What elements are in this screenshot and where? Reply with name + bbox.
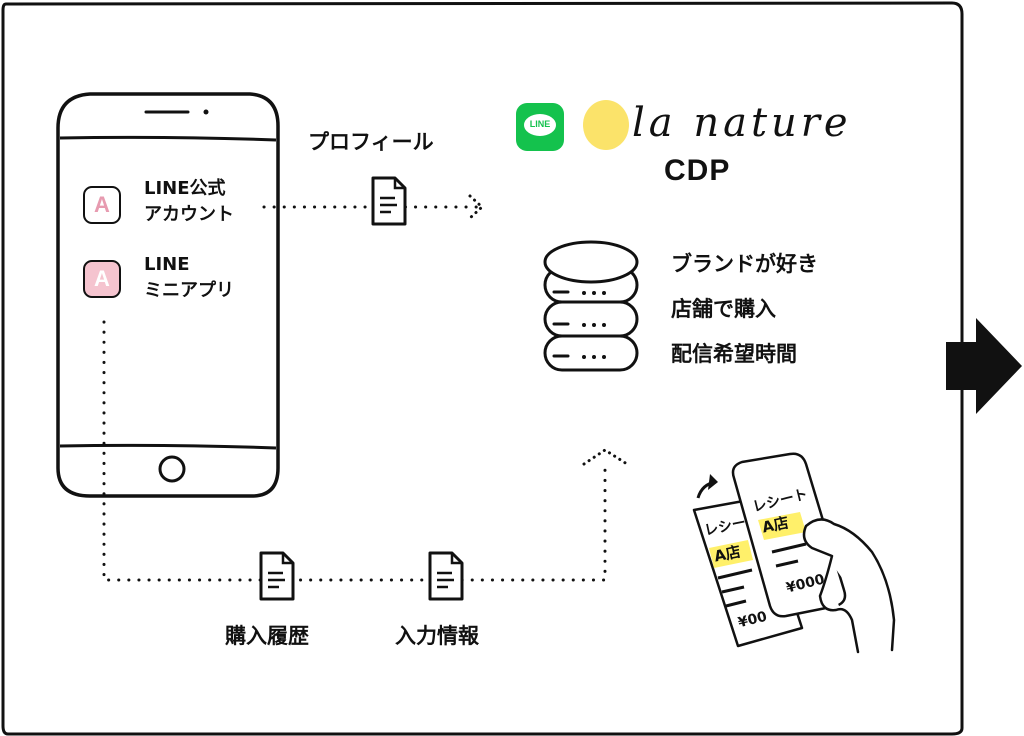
app-label-line1: LINE xyxy=(144,254,190,275)
history-flow-line xyxy=(102,320,607,582)
line-logo-icon: LINE xyxy=(516,103,564,151)
line-badge-text: LINE xyxy=(529,119,551,129)
input-info-document-icon xyxy=(428,551,464,601)
profile-label: プロフィール xyxy=(308,130,434,154)
profile-document-icon xyxy=(371,176,407,226)
profile-flow-arrowhead xyxy=(468,194,485,220)
next-step-arrow-icon xyxy=(946,318,1022,414)
app-label-official-account: LINE公式 アカウント xyxy=(144,176,234,228)
history-flow-arrowhead xyxy=(582,448,629,466)
cdp-title: CDP xyxy=(664,154,731,187)
line-mini-app-icon: A xyxy=(83,260,121,298)
app-label-line2: アカウント xyxy=(144,204,234,225)
receipt-illustration xyxy=(692,452,896,654)
purchase-history-label: 購入履歴 xyxy=(225,624,309,648)
input-info-label: 入力情報 xyxy=(395,624,479,648)
outer-frame xyxy=(1,1,964,736)
database-icon xyxy=(543,240,639,372)
cdp-item-time: 配信希望時間 xyxy=(671,342,797,366)
app-label-line1: LINE公式 xyxy=(144,178,226,199)
cdp-item-brand: ブランドが好き xyxy=(671,252,818,276)
purchase-history-document-icon xyxy=(259,551,295,601)
app-label-mini-app: LINE ミニアプリ xyxy=(144,252,234,304)
hand xyxy=(802,518,896,654)
cdp-attribute-list: ブランドが好き 店舗で購入 配信希望時間 xyxy=(671,242,818,377)
app-label-line2: ミニアプリ xyxy=(144,280,234,301)
line-official-account-icon: A xyxy=(83,186,121,224)
brand-logo-text: la nature xyxy=(632,100,852,146)
la-nature-sun-icon xyxy=(583,100,629,150)
cdp-item-store: 店舗で購入 xyxy=(671,297,776,321)
